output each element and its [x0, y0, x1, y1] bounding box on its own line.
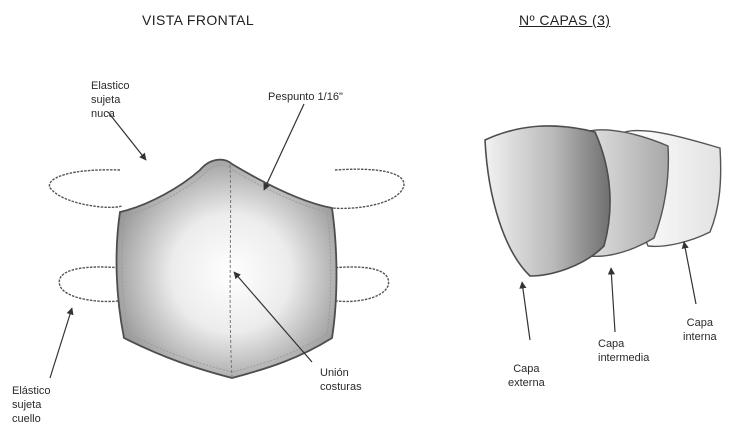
arrow-inner-layer — [681, 241, 697, 305]
title-front-view: VISTA FRONTAL — [142, 12, 255, 28]
arrow-topstitch — [263, 103, 305, 191]
center-seam — [229, 164, 233, 379]
label-inner-layer: Capa interna — [683, 317, 717, 343]
label-seam-union: Unión costuras — [320, 367, 362, 393]
arrow-middle-layer — [607, 267, 616, 333]
topstitch-line — [121, 164, 332, 373]
elastic-neck-loop — [58, 266, 390, 303]
elastic-nape-loop — [48, 168, 405, 210]
label-elastic-nape: Elastico sujeta nuca — [91, 80, 130, 120]
outer-layer-shape — [484, 125, 611, 277]
label-elastic-neck: Elástico sujeta cuello — [12, 385, 51, 425]
front-view-mask — [48, 158, 405, 379]
mask-body — [115, 158, 338, 379]
arrow-elastic-nape — [107, 111, 147, 161]
label-topstitch: Pespunto 1/16" — [268, 91, 343, 103]
arrow-seam-union — [233, 271, 313, 363]
arrow-elastic-neck — [49, 307, 74, 379]
label-outer-layer: Capa externa — [508, 363, 545, 389]
label-middle-layer: Capa intermedia — [598, 338, 650, 364]
title-layers: Nº CAPAS (3) — [519, 12, 611, 28]
arrow-outer-layer — [519, 281, 531, 341]
